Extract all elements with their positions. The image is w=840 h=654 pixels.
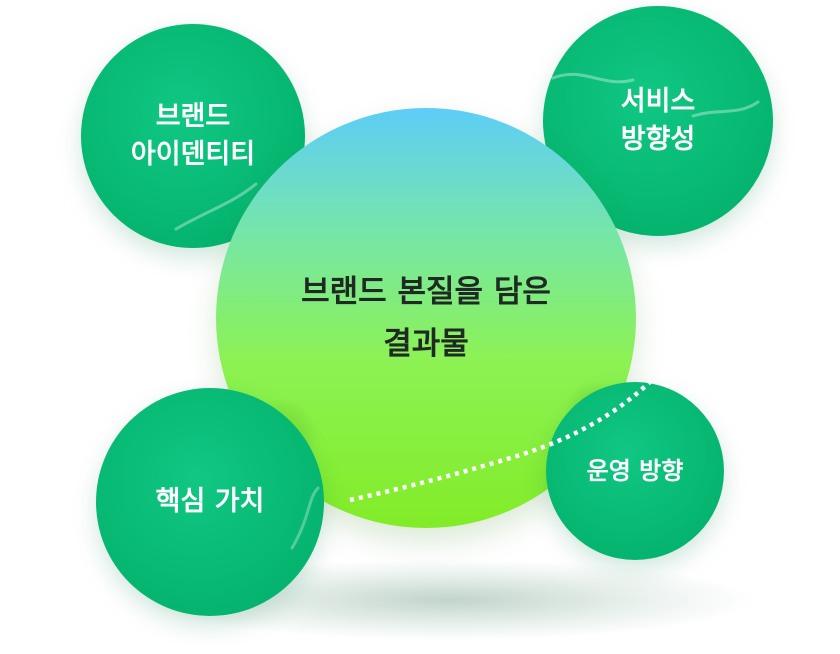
- center-node-title: 브랜드 본질을 담은 결과물: [301, 274, 551, 362]
- node-core-value: 핵심 가치: [96, 388, 324, 616]
- node-brand-identity-label: 브랜드 아이덴티티: [130, 101, 256, 170]
- bubble-sheen: [290, 486, 320, 550]
- node-core-value-label: 핵심 가치: [155, 486, 265, 517]
- bubble-sheen: [551, 72, 760, 118]
- node-operation-direction: 운영 방향: [546, 382, 724, 560]
- node-service-direction-label: 서비스 방향성: [620, 86, 696, 155]
- node-operation-direction-label: 운영 방향: [586, 457, 684, 485]
- bubble-sheen: [174, 182, 258, 231]
- node-brand-identity: 브랜드 아이덴티티: [81, 24, 305, 248]
